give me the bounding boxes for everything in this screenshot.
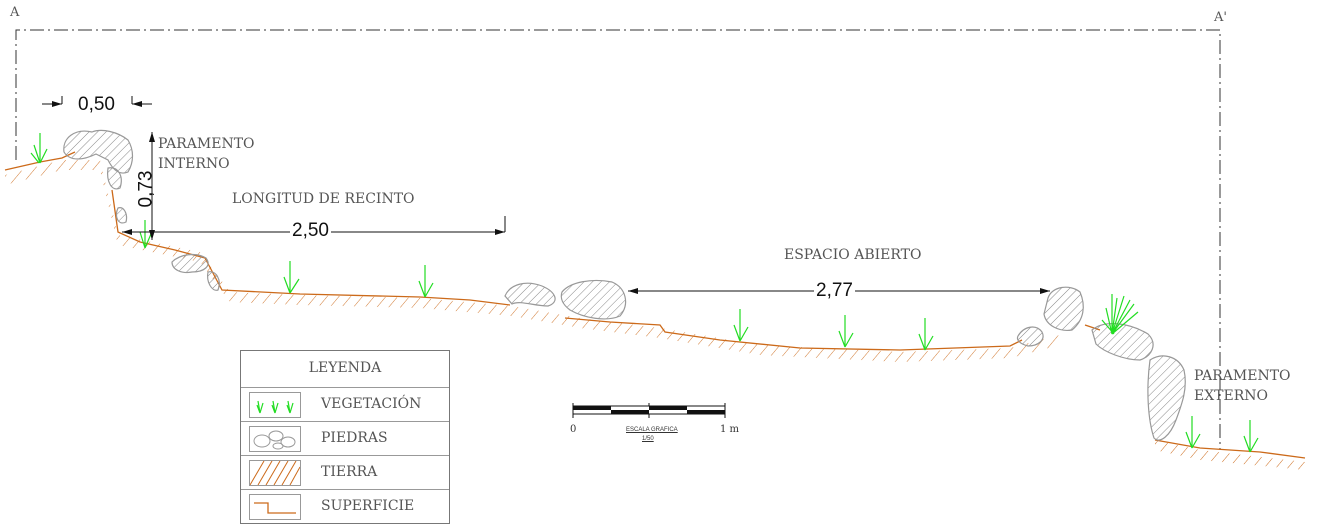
scale-caption: ESCALA GRAFICA [626,427,678,433]
legend-item-stones: PIEDRAS [241,421,449,455]
vegetation [30,133,1259,453]
soil-hatch-icon [249,460,301,486]
legend-item-label: VEGETACIÓN [321,396,422,412]
open-space-label: ESPACIO ABIERTO [784,247,922,263]
legend-header: LEYENDA [241,351,449,387]
legend-item-label: SUPERFICIE [321,498,415,514]
internal-wall-label-line1: PARAMENTO [158,136,255,152]
scale-bar [572,403,726,418]
soil-layer [5,160,1305,470]
section-cut-line [15,29,1221,450]
section-start-label: A [10,5,20,20]
enclosure-length-dimension: 2,50 [290,220,331,242]
legend-item-vegetation: VEGETACIÓN [241,387,449,421]
scale-end-label: 1 m [720,424,740,435]
legend-item-label: TIERRA [321,464,378,480]
legend-item-surface: SUPERFICIE [241,489,449,523]
scale-start-label: 0 [570,424,577,435]
open-space-dimension: 2,77 [814,280,855,302]
external-wall-label-line1: PARAMENTO [1194,368,1291,384]
vegetation-icon [249,392,301,418]
scale-ratio: 1/50 [642,436,654,442]
external-wall-label-line2: EXTERNO [1194,388,1269,404]
internal-wall-label-line2: INTERNO [158,156,230,172]
stones [63,129,1186,441]
stones-icon [249,426,301,452]
surface-line-icon [249,494,301,520]
legend-item-label: PIEDRAS [321,430,388,446]
legend-item-soil: TIERRA [241,455,449,489]
enclosure-length-label: LONGITUD DE RECINTO [232,191,415,207]
section-end-label: A' [1214,10,1227,25]
wall-width-dimension: 0,50 [76,94,117,116]
legend: LEYENDA VEGETACIÓN PIEDRAS [240,350,450,524]
legend-title: LEYENDA [308,360,382,376]
wall-height-dimension: 0,73 [135,170,157,208]
